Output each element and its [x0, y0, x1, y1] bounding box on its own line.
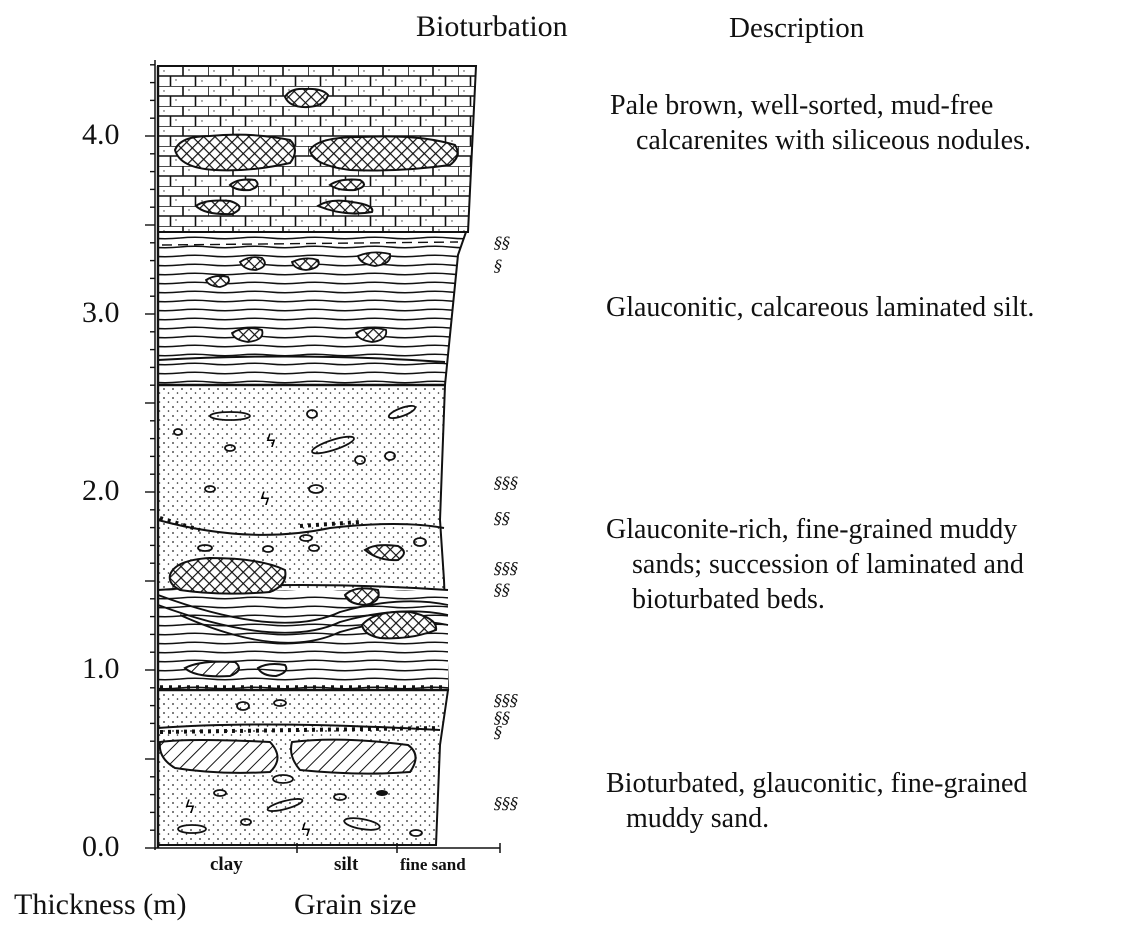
glauconite-nodule — [292, 258, 319, 270]
burrow-symbol: ϟ — [259, 489, 271, 510]
bioturbation-mark: §§ — [494, 233, 510, 252]
thickness-axis-ticks — [145, 65, 155, 848]
chert-nodule — [285, 89, 328, 107]
description-line: muddy sand. — [606, 801, 1027, 836]
thickness-tick-0: 0.0 — [82, 830, 120, 863]
burrow-symbol: ϟ — [300, 820, 312, 841]
thickness-tick-1: 1.0 — [82, 652, 120, 685]
thickness-axis-label: Thickness (m) — [14, 888, 186, 922]
unit-laminated-silt-fill — [158, 232, 466, 385]
bioturbation-mark: §§§ — [494, 559, 518, 578]
chert-nodule — [175, 135, 295, 171]
description-line: sands; succession of laminated and — [606, 547, 1024, 582]
bioturbation-marks: §§§§§§§§§§§§§§§§§§§§§§ — [494, 233, 518, 813]
bioturbation-mark: §§ — [494, 580, 510, 599]
description-calcarenite: Pale brown, well-sorted, mud-free calcar… — [610, 88, 1031, 158]
bioturbation-mark: § — [494, 256, 502, 275]
description-line: Bioturbated, glauconitic, fine-grained — [606, 766, 1027, 801]
description-laminated-silt: Glauconitic, calcareous laminated silt. — [606, 290, 1034, 325]
description-line: Glauconite-rich, fine-grained muddy — [606, 512, 1024, 547]
grain-size-clay: clay — [210, 854, 243, 875]
thickness-tick-4: 4.0 — [82, 118, 120, 151]
description-bioturbated-sand: Bioturbated, glauconitic, fine-grained m… — [606, 766, 1027, 836]
grain-size-fine-sand: fine sand — [400, 855, 466, 874]
bioturbation-mark: §§§ — [494, 690, 518, 709]
bioturbation-mark: §§ — [494, 509, 510, 528]
grain-size-axis-label: Grain size — [294, 888, 416, 922]
shale-bed — [291, 740, 416, 774]
grain-size-silt: silt — [334, 854, 359, 875]
bioturbation-mark: §§§ — [494, 473, 518, 492]
description-line: bioturbated beds. — [606, 582, 1024, 617]
description-muddy-sands: Glauconite-rich, fine-grained muddy sand… — [606, 512, 1024, 617]
burrow-symbol: ϟ — [184, 797, 196, 818]
bioturbation-mark: §§§ — [494, 794, 518, 813]
description-line: calcarenites with siliceous nodules. — [610, 123, 1031, 158]
burrow-symbol: ϟ — [265, 431, 277, 452]
shale-bed — [160, 740, 278, 773]
description-line: Pale brown, well-sorted, mud-free — [610, 88, 1031, 123]
thickness-tick-2: 2.0 — [82, 474, 120, 507]
thickness-tick-3: 3.0 — [82, 296, 120, 329]
description-line: Glauconitic, calcareous laminated silt. — [606, 290, 1034, 325]
glauconite-nodule — [170, 558, 286, 594]
chert-nodule — [310, 136, 458, 170]
bioturbation-mark: § — [494, 722, 502, 741]
